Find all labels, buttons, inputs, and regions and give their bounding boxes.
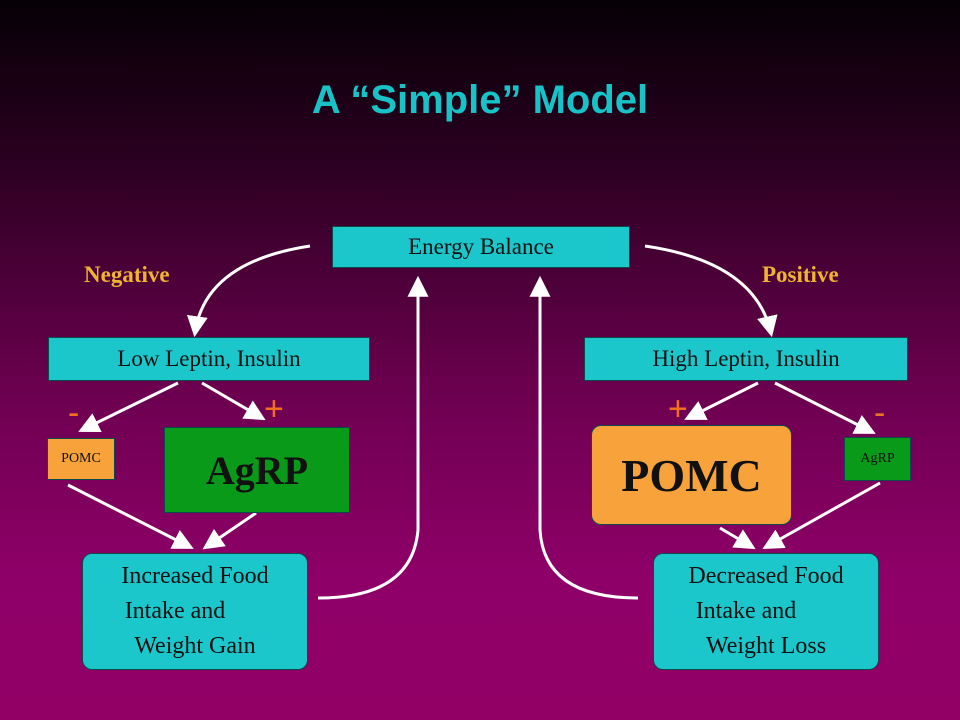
decreased-food-box: Decreased Food Intake and Weight Loss <box>653 553 879 670</box>
increased-food-line-3: Weight Gain <box>134 633 256 659</box>
agrp-big-label: AgRP <box>205 447 309 493</box>
low-leptin-label: Low Leptin, Insulin <box>117 346 301 371</box>
arrow-high-to-agrp <box>774 381 876 434</box>
pomc-big-box: POMC <box>591 425 792 525</box>
arrow-pomc-to-decrease <box>719 526 756 550</box>
arrow-energy-to-low <box>186 244 311 338</box>
decreased-food-line-1: Decreased Food <box>688 563 844 589</box>
increased-food-line-2: Intake and <box>124 598 226 624</box>
right-plus-sign: + <box>668 390 688 428</box>
low-leptin-box: Low Leptin, Insulin <box>48 337 370 381</box>
right-minus-sign: - <box>874 394 886 432</box>
agrp-big-box: AgRP <box>164 427 350 513</box>
arrow-agrp-to-increase <box>202 511 257 550</box>
arrow-energy-to-high <box>644 244 778 338</box>
arrow-high-to-pomc <box>684 381 759 420</box>
arrow-low-to-pomc <box>78 381 179 433</box>
decreased-food-line-3: Weight Loss <box>705 633 827 659</box>
pomc-big-label: POMC <box>621 449 762 501</box>
decreased-food-line-2: Intake and <box>695 598 797 624</box>
page-title: A “Simple” Model <box>311 78 649 122</box>
positive-label: Positive <box>762 262 839 287</box>
left-plus-sign: + <box>264 390 284 428</box>
high-leptin-box: High Leptin, Insulin <box>584 337 908 381</box>
energy-balance-box: Energy Balance <box>332 226 630 268</box>
negative-label: Negative <box>84 262 170 287</box>
increased-food-line-1: Increased Food <box>121 563 269 589</box>
increased-food-box: Increased Food Intake and Weight Gain <box>82 553 308 670</box>
arrow-agrp-to-decrease <box>762 481 881 550</box>
arrow-pomc-to-increase <box>67 483 194 549</box>
pomc-small-box: POMC <box>47 438 115 480</box>
agrp-small-box: AgRP <box>844 437 911 481</box>
arrow-increase-feedback <box>317 275 429 600</box>
left-minus-sign: - <box>68 394 80 432</box>
agrp-small-label: AgRP <box>860 451 895 466</box>
high-leptin-label: High Leptin, Insulin <box>652 346 840 371</box>
energy-balance-label: Energy Balance <box>408 234 554 259</box>
arrow-decrease-feedback <box>529 275 639 600</box>
arrow-low-to-agrp <box>201 381 266 421</box>
pomc-small-label: POMC <box>61 451 101 466</box>
